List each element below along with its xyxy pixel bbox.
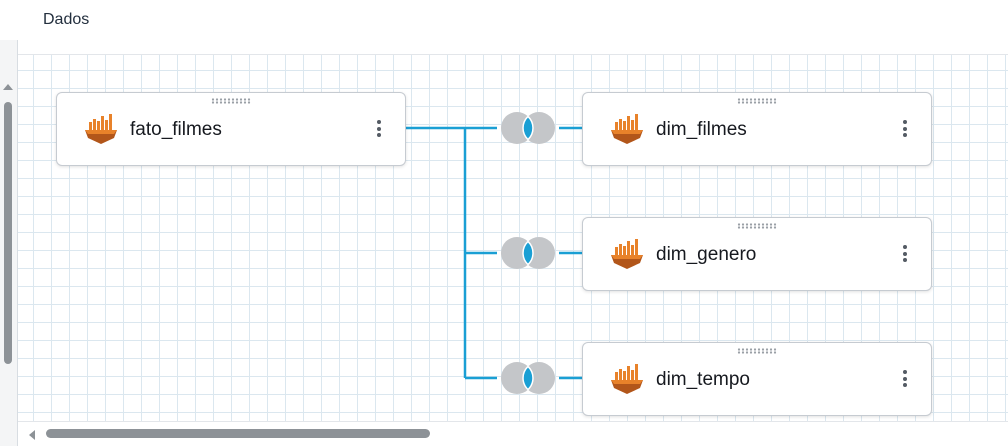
table-node-label: dim_filmes bbox=[656, 119, 747, 140]
more-options-icon[interactable] bbox=[375, 120, 383, 140]
page-title: Dados bbox=[43, 11, 90, 28]
drag-handle-icon[interactable] bbox=[737, 98, 777, 104]
drag-handle-icon[interactable] bbox=[737, 348, 777, 354]
vertical-scroll-thumb[interactable] bbox=[4, 102, 12, 364]
more-options-icon[interactable] bbox=[901, 245, 909, 265]
table-node-label: dim_genero bbox=[656, 244, 757, 265]
more-options-icon[interactable] bbox=[901, 120, 909, 140]
table-node-dim-genero[interactable]: dim_genero bbox=[582, 217, 932, 291]
table-node-dim-filmes[interactable]: dim_filmes bbox=[582, 92, 932, 166]
inner-join-icon[interactable] bbox=[497, 237, 559, 269]
vertical-scrollbar[interactable] bbox=[0, 40, 18, 446]
more-options-icon[interactable] bbox=[901, 370, 909, 390]
scroll-left-arrow-icon[interactable] bbox=[29, 430, 35, 440]
aws-athena-icon bbox=[611, 114, 643, 144]
page-header: Dados bbox=[0, 0, 1008, 55]
table-node-label: fato_filmes bbox=[130, 119, 222, 140]
horizontal-scroll-thumb[interactable] bbox=[46, 429, 430, 438]
table-node-label: dim_tempo bbox=[656, 369, 750, 390]
table-node-fato-filmes[interactable]: fato_filmes bbox=[56, 92, 406, 166]
inner-join-icon[interactable] bbox=[497, 362, 559, 394]
drag-handle-icon[interactable] bbox=[737, 223, 777, 229]
aws-athena-icon bbox=[85, 114, 117, 144]
horizontal-scrollbar[interactable] bbox=[18, 421, 1008, 447]
inner-join-icon[interactable] bbox=[497, 112, 559, 144]
scroll-up-arrow-icon[interactable] bbox=[3, 84, 13, 90]
aws-athena-icon bbox=[611, 364, 643, 394]
drag-handle-icon[interactable] bbox=[211, 98, 251, 104]
table-node-dim-tempo[interactable]: dim_tempo bbox=[582, 342, 932, 416]
aws-athena-icon bbox=[611, 239, 643, 269]
